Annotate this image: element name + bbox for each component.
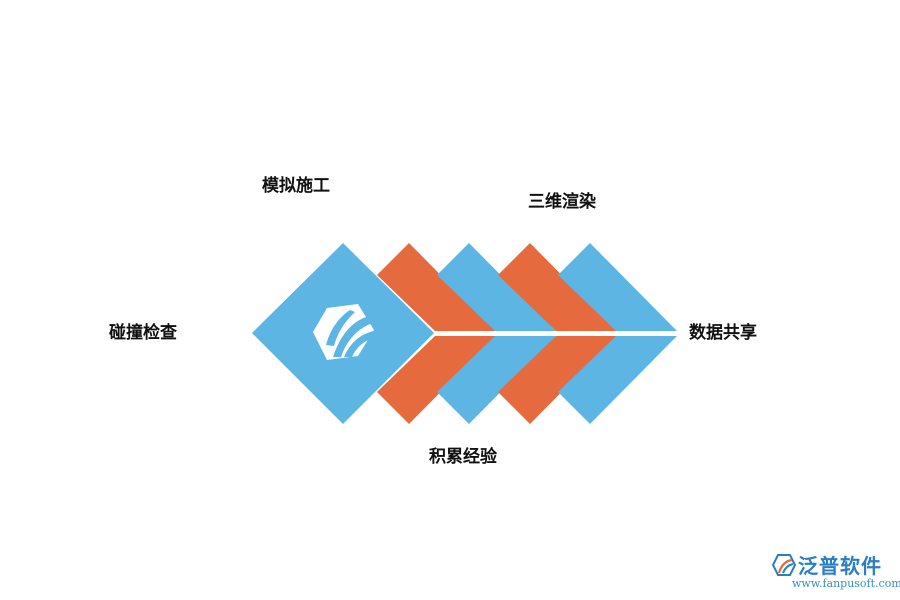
chevron-3-lower [498,336,617,424]
chevron-2-lower [437,336,556,424]
label-top-right: 三维渲染 [528,192,596,212]
chevron-1-upper [377,243,496,331]
label-right: 数据共享 [689,323,757,343]
chevron-4-upper [558,243,677,331]
watermark-logo: 泛普软件 www.fanpusoft.com [770,550,900,590]
fanpu-logo-icon [313,304,374,360]
label-top-left: 模拟施工 [262,176,330,196]
label-left: 碰撞检查 [109,323,177,343]
chevron-1-lower [377,336,496,424]
brand-url: www.fanpusoft.com [792,577,900,590]
chevron-4-lower [558,336,677,424]
chevron-2-upper [437,243,556,331]
brand-icon [771,553,796,576]
brand-name: 泛普软件 [798,554,882,578]
label-bottom: 积累经验 [429,447,497,467]
chevron-3-upper [498,243,617,331]
